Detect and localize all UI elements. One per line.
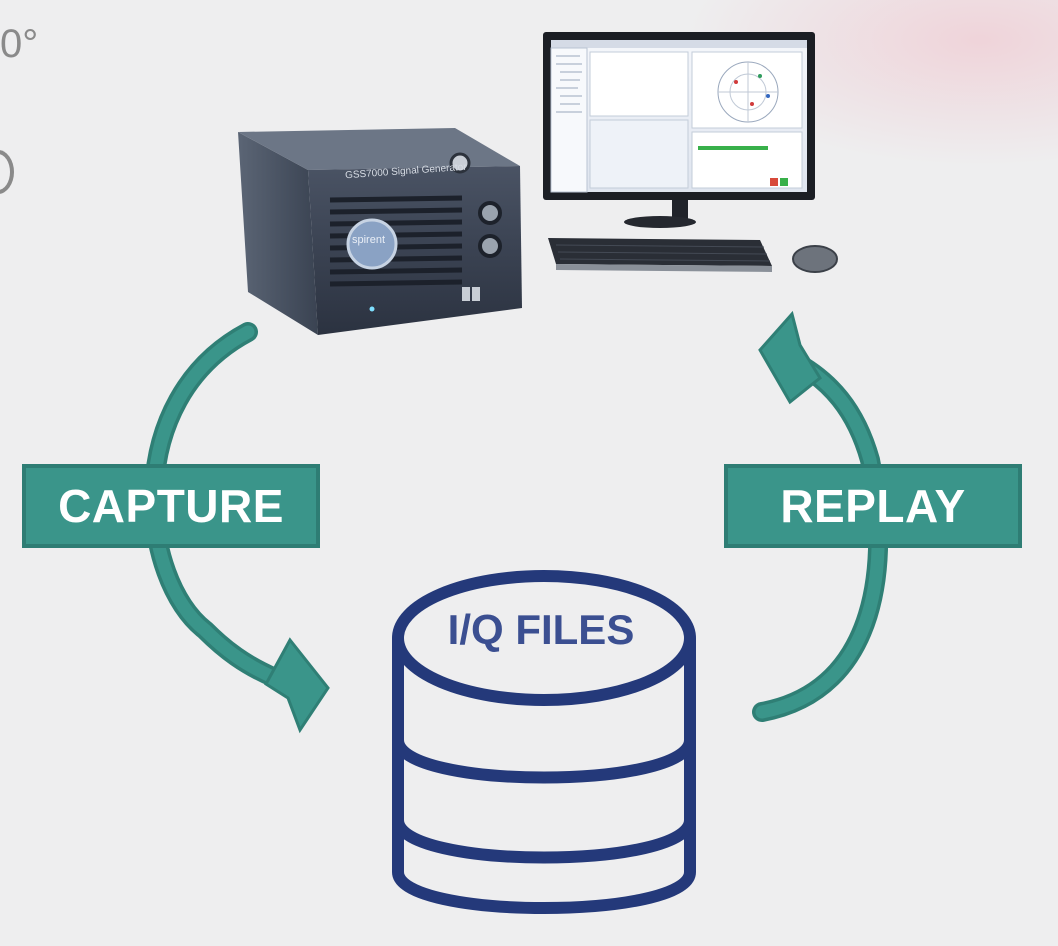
screen-sky-plot-panel: [691, 51, 803, 129]
capture-label: CAPTURE: [22, 464, 320, 548]
usb-port-icon: [472, 287, 480, 301]
rf1-connector-icon: [478, 201, 502, 225]
generator-top-panel: [238, 128, 520, 170]
screen-data-table: [589, 51, 689, 117]
computer-workstation: [543, 32, 838, 273]
generator-brand-label: spirent: [352, 234, 386, 246]
replay-arrowhead-icon: [758, 310, 822, 405]
power-button-icon: [449, 152, 471, 174]
generator-logo-badge-icon: [346, 218, 398, 270]
screen-tree-lines: [556, 55, 582, 113]
replay-label: REPLAY: [724, 464, 1022, 548]
mouse: [792, 245, 838, 273]
signal-generator-device: [238, 128, 522, 335]
keyboard-keys: [555, 244, 771, 262]
screen-status-panel: [589, 119, 689, 189]
usb-port-icon: [462, 287, 470, 301]
corner-partial-text: 0°: [0, 22, 39, 66]
monitor-stand-base: [624, 216, 696, 228]
rf2-connector-icon: [478, 234, 502, 258]
generator-side-panel: [238, 132, 318, 335]
signal-bars: [698, 146, 788, 186]
capture-arrow: [143, 322, 330, 734]
monitor-stand-neck: [672, 200, 688, 220]
database-icon: [392, 570, 696, 914]
health-led-icon: [369, 306, 375, 312]
capture-arrowhead-icon: [264, 637, 330, 734]
replay-label-text: REPLAY: [780, 480, 966, 532]
screen-toolbar: [551, 40, 807, 48]
screen-tree-panel: [550, 47, 588, 193]
database-label: I/Q FILES: [447, 606, 635, 653]
capture-label-text: CAPTURE: [58, 480, 284, 532]
